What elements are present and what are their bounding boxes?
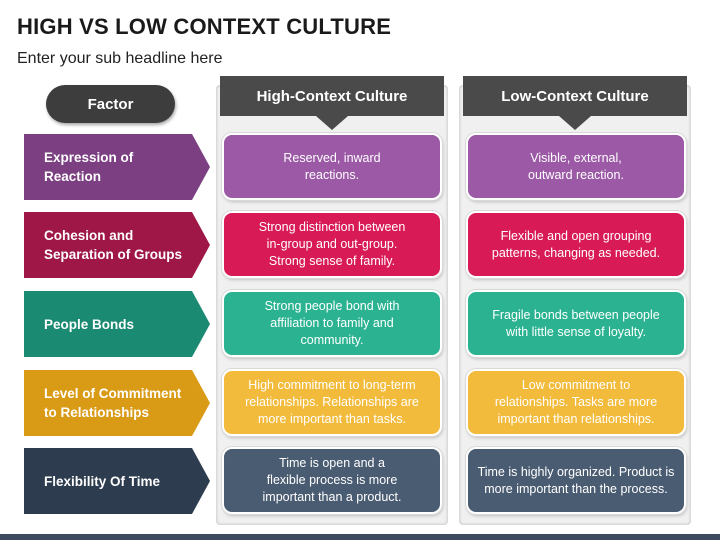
low-context-cell: Visible, external, outward reaction.: [466, 133, 686, 200]
factor-arrow-shape: [24, 134, 210, 200]
low-context-cell: Flexible and open grouping patterns, cha…: [466, 211, 686, 278]
low-context-cell: Time is highly organized. Product is mor…: [466, 447, 686, 514]
factor-row-commitment: Level of Commitment to Relationships: [24, 370, 210, 436]
high-context-cell: Time is open and a flexible process is m…: [222, 447, 442, 514]
slide-title: HIGH VS LOW CONTEXT CULTURE: [17, 14, 392, 39]
header-banner-shape: [220, 76, 444, 130]
factor-arrow-shape: [24, 212, 210, 278]
factor-row-expression-of-reaction: Expression of Reaction: [24, 134, 210, 200]
high-context-cell: High commitment to long-term relationshi…: [222, 369, 442, 436]
factor-label: Expression of Reaction: [44, 150, 134, 184]
high-context-cell: Reserved, inward reactions.: [222, 133, 442, 200]
low-context-header-label: Low-Context Culture: [501, 87, 649, 105]
factor-arrow-shape: [24, 291, 210, 357]
factor-label: People Bonds: [44, 316, 135, 332]
factor-arrow-shape: [24, 448, 210, 514]
factor-row-flexibility-of-time: Flexibility Of Time: [24, 448, 210, 514]
factor-label: Level of Commitment to Relationships: [44, 386, 182, 420]
high-context-column-header: High-Context Culture: [220, 76, 444, 130]
factor-label: Flexibility Of Time: [44, 473, 161, 489]
factor-row-cohesion: Cohesion and Separation of Groups: [24, 212, 210, 278]
factor-header-pill: Factor: [46, 85, 175, 123]
high-context-cell: Strong distinction between in-group and …: [222, 211, 442, 278]
low-context-cell: Fragile bonds between people with little…: [466, 290, 686, 357]
header-banner-shape: [463, 76, 687, 130]
high-context-header-label: High-Context Culture: [256, 87, 408, 105]
footer-bar: [0, 534, 720, 540]
slide-subtitle: Enter your sub headline here: [17, 50, 223, 67]
factor-label: Cohesion and Separation of Groups: [44, 228, 183, 262]
low-context-cell: Low commitment to relationships. Tasks a…: [466, 369, 686, 436]
factor-arrow-shape: [24, 370, 210, 436]
low-context-column-header: Low-Context Culture: [463, 76, 687, 130]
factor-row-people-bonds: People Bonds: [24, 291, 210, 357]
high-context-cell: Strong people bond with affiliation to f…: [222, 290, 442, 357]
